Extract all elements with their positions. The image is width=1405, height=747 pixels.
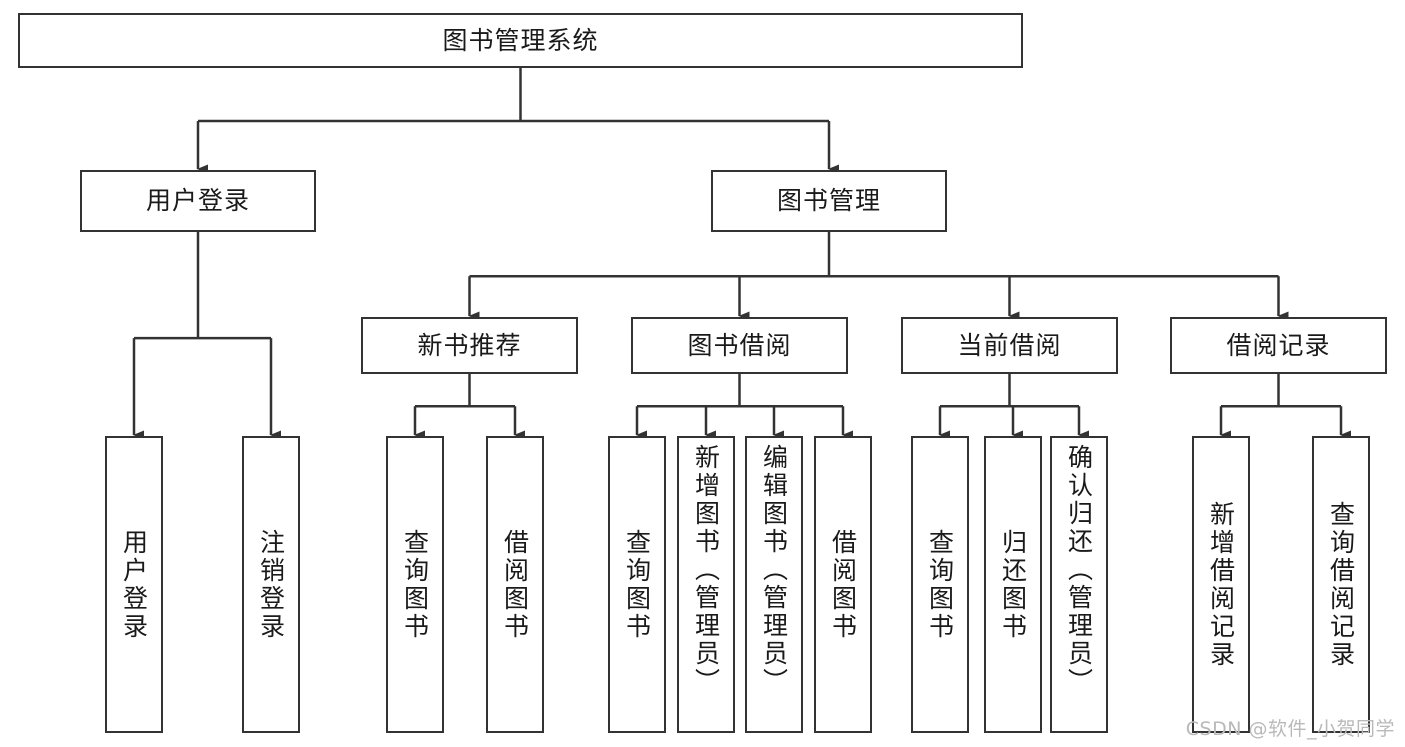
node-root-label: 图书管理系统 [442, 25, 599, 55]
node-leaf-add-record[interactable]: 新增借阅记录 [1192, 436, 1250, 733]
watermark: CSDN @软件_小贺同学 [1185, 718, 1395, 740]
node-leaf-query-book-a-label: 查询图书 [400, 528, 430, 641]
node-leaf-query-book-c-label: 查询图书 [925, 528, 955, 641]
node-leaf-edit-book[interactable]: 编辑图书（管理员） [745, 436, 803, 733]
node-leaf-confirm-return[interactable]: 确认归还（管理员） [1050, 436, 1108, 733]
node-leaf-query-record-label: 查询借阅记录 [1326, 500, 1356, 669]
node-leaf-add-book-label: 新增图书（管理员） [691, 444, 721, 696]
node-current-borrow-label: 当前借阅 [957, 330, 1062, 360]
node-leaf-edit-book-label: 编辑图书（管理员） [759, 444, 789, 696]
node-leaf-return-book-label: 归还图书 [998, 528, 1028, 641]
node-root[interactable]: 图书管理系统 [18, 13, 1023, 68]
node-new-book-rec-label: 新书推荐 [417, 330, 522, 360]
node-leaf-borrow-book-b[interactable]: 借阅图书 [814, 436, 872, 733]
node-borrow-record-label: 借阅记录 [1226, 330, 1331, 360]
node-leaf-borrow-book-a[interactable]: 借阅图书 [486, 436, 544, 733]
node-leaf-user-login-label: 用户登录 [119, 528, 149, 641]
node-borrow-record[interactable]: 借阅记录 [1170, 317, 1387, 374]
node-leaf-query-book-c[interactable]: 查询图书 [911, 436, 969, 733]
node-current-borrow[interactable]: 当前借阅 [901, 317, 1118, 374]
node-leaf-query-book-b-label: 查询图书 [622, 528, 652, 641]
node-leaf-query-record[interactable]: 查询借阅记录 [1312, 436, 1370, 733]
node-leaf-query-book-b[interactable]: 查询图书 [608, 436, 666, 733]
node-book-borrow[interactable]: 图书借阅 [631, 317, 848, 374]
node-leaf-add-record-label: 新增借阅记录 [1206, 500, 1236, 669]
node-leaf-confirm-return-label: 确认归还（管理员） [1064, 444, 1094, 696]
node-leaf-borrow-book-a-label: 借阅图书 [500, 528, 530, 641]
node-leaf-user-login[interactable]: 用户登录 [105, 436, 163, 733]
node-user-login[interactable]: 用户登录 [80, 170, 316, 232]
node-new-book-rec[interactable]: 新书推荐 [361, 317, 578, 374]
node-book-manage[interactable]: 图书管理 [711, 170, 947, 232]
node-leaf-user-logout[interactable]: 注销登录 [242, 436, 300, 733]
node-book-borrow-label: 图书借阅 [687, 330, 792, 360]
node-leaf-user-logout-label: 注销登录 [256, 528, 286, 641]
node-user-login-label: 用户登录 [145, 186, 250, 216]
node-leaf-borrow-book-b-label: 借阅图书 [828, 528, 858, 641]
node-book-manage-label: 图书管理 [776, 186, 881, 216]
node-leaf-query-book-a[interactable]: 查询图书 [386, 436, 444, 733]
node-leaf-add-book[interactable]: 新增图书（管理员） [677, 436, 735, 733]
node-leaf-return-book[interactable]: 归还图书 [984, 436, 1042, 733]
